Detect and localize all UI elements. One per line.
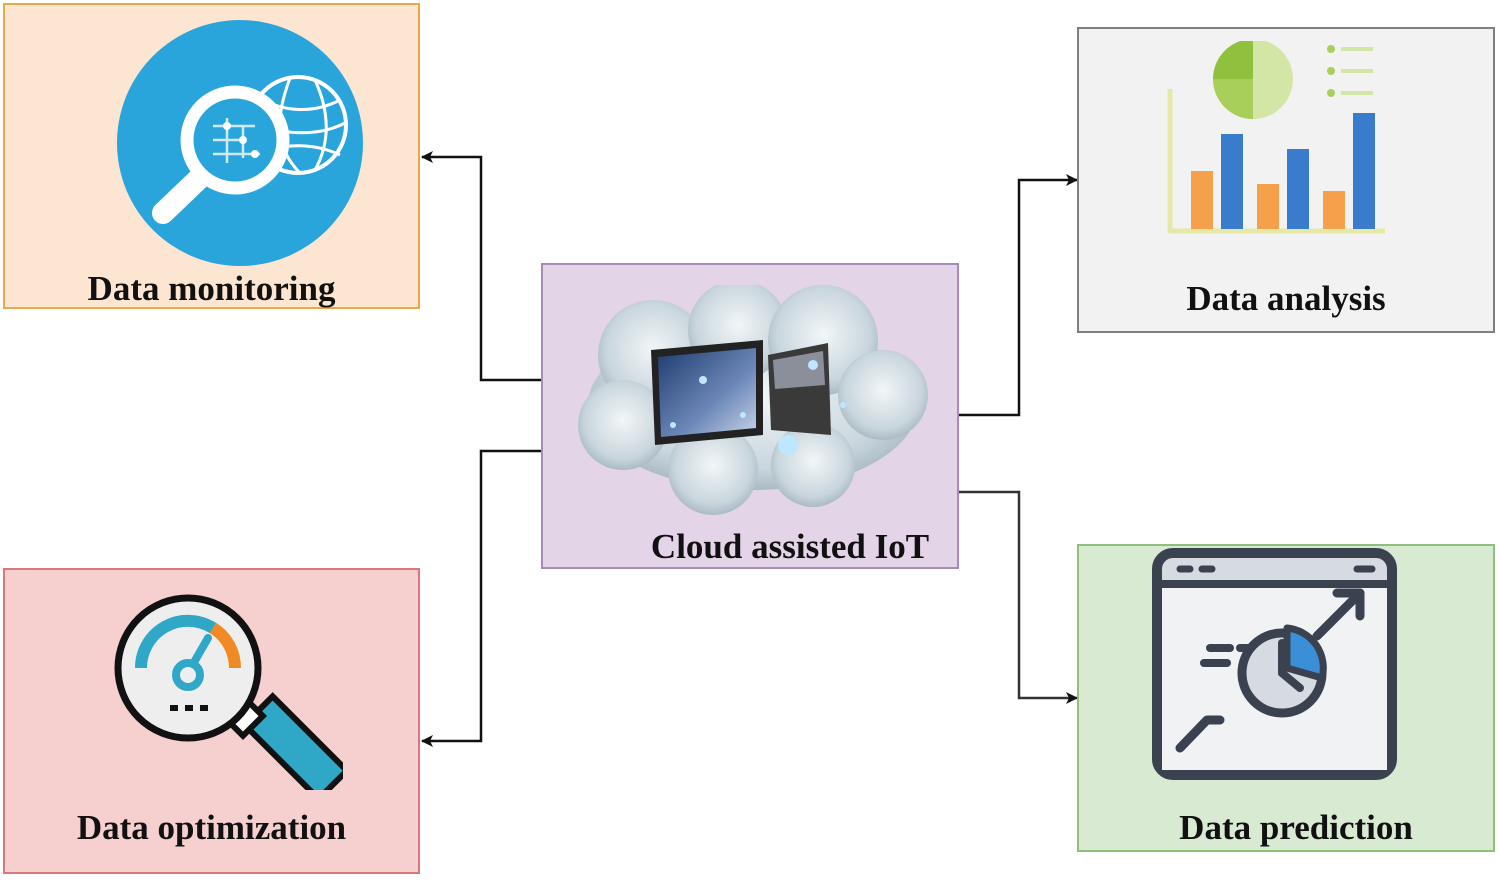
cloud-assisted-iot-box: Cloud assisted IoT xyxy=(541,263,959,569)
magnifier-gauge-icon xyxy=(114,594,343,790)
data-prediction-label: Data prediction xyxy=(1179,808,1413,847)
data-monitoring-box: Data monitoring xyxy=(3,3,420,309)
cloud-assisted-iot-label: Cloud assisted IoT xyxy=(650,527,930,566)
data-prediction-box: Data prediction xyxy=(1077,544,1495,852)
bar-pie-chart-icon xyxy=(1167,41,1385,234)
data-analysis-box: Data analysis xyxy=(1077,27,1495,333)
browser-forecast-icon xyxy=(1152,548,1397,780)
data-optimization-box: Data optimization xyxy=(3,568,420,874)
data-monitoring-label: Data monitoring xyxy=(87,269,336,308)
cloud-computer-icon xyxy=(578,285,928,515)
data-optimization-label: Data optimization xyxy=(76,808,347,847)
arrow-to-data-optimization xyxy=(421,449,542,747)
arrow-to-data-monitoring xyxy=(421,151,542,382)
magnifier-globe-icon xyxy=(117,20,363,266)
data-analysis-label: Data analysis xyxy=(1186,279,1386,318)
arrow-to-data-analysis xyxy=(958,174,1078,417)
arrow-to-data-prediction xyxy=(958,490,1078,704)
